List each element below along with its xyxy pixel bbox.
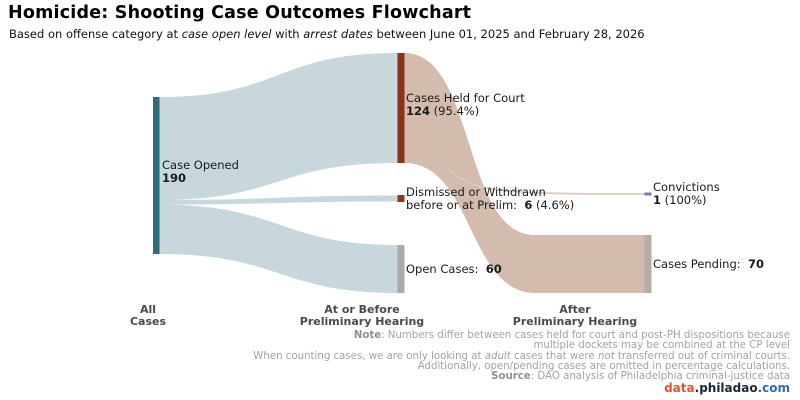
brand-com: .com — [757, 381, 790, 395]
footnotes: Note: Numbers differ between cases held … — [150, 330, 790, 382]
stage2-line1: At or Before — [324, 303, 400, 316]
open-cases-value: 60 — [485, 262, 502, 276]
note-text: When counting cases, we are only looking… — [253, 350, 485, 362]
philadao-site-link[interactable]: data.philadao.com — [664, 381, 790, 395]
node-convictions — [644, 192, 652, 196]
brand-philadao: philadao — [699, 381, 758, 395]
cases-pending-value: 70 — [747, 257, 764, 271]
node-case-opened — [153, 97, 160, 254]
case-opened-value: 190 — [162, 171, 187, 185]
flow-held-to-convictions — [448, 169, 645, 195]
note-label: Note — [353, 330, 382, 341]
note-text: transferred out of criminal courts. — [614, 350, 790, 362]
label-convictions: Convictions 1 (100%) — [653, 181, 720, 207]
node-cases-held-for-court — [397, 53, 405, 163]
source-label: Source — [491, 371, 531, 383]
subtitle-text: with — [271, 27, 304, 41]
note-italic-adult: adult — [484, 350, 511, 362]
label-dismissed-withdrawn: Dismissed or Withdrawn before or at Prel… — [406, 186, 574, 212]
note-italic-not: not — [597, 350, 615, 362]
label-cases-held-for-court: Cases Held for Court 124 (95.4%) — [406, 92, 525, 118]
cases-held-value: 124 — [406, 104, 431, 118]
note-text: cases that were — [510, 350, 598, 362]
page-title: Homicide: Shooting Case Outcomes Flowcha… — [8, 3, 472, 23]
subtitle-text: between June 01, 2025 and February 28, 2… — [372, 27, 645, 41]
case-opened-text: Case Opened — [162, 158, 239, 172]
flow-opened-to-held — [159, 53, 398, 200]
note-line-2: multiple dockets may be combined at the … — [533, 340, 790, 352]
dismissed-text-line2: before or at Prelim: — [406, 198, 521, 212]
subtitle-italic-arrest-dates: arrest dates — [303, 27, 373, 41]
node-dismissed-withdrawn — [397, 195, 405, 202]
label-open-cases: Open Cases: 60 — [406, 263, 502, 276]
stage-label-after-ph: After Preliminary Hearing — [465, 304, 685, 327]
brand-data: data — [664, 381, 695, 395]
node-cases-pending — [644, 235, 652, 293]
page-subtitle: Based on offense category at case open l… — [9, 27, 645, 41]
flow-opened-to-dismissed — [159, 195, 398, 205]
convictions-value: 1 — [653, 193, 662, 207]
source-text: : DAO analysis of Philadelphia criminal-… — [530, 371, 790, 383]
subtitle-italic-case-open-level: case open level — [181, 27, 272, 41]
dismissed-text-line1: Dismissed or Withdrawn — [406, 185, 546, 199]
stage2-line2: Preliminary Hearing — [299, 314, 425, 328]
note-line-3: When counting cases, we are only looking… — [150, 350, 790, 362]
stage-label-at-or-before-ph: At or Before Preliminary Hearing — [252, 304, 472, 327]
flow-opened-to-open-cases — [159, 204, 398, 293]
dismissed-value: 6 — [524, 198, 533, 212]
dismissed-pct: (4.6%) — [532, 198, 575, 212]
open-cases-text: Open Cases: — [406, 262, 483, 276]
label-case-opened: Case Opened 190 — [162, 159, 239, 185]
cases-pending-text: Cases Pending: — [653, 257, 745, 271]
flow-held-to-pending — [404, 53, 645, 293]
brand-dot: . — [694, 381, 700, 395]
note-line-5: Source: DAO analysis of Philadelphia cri… — [150, 372, 790, 382]
node-open-cases — [397, 245, 405, 293]
stage1-line2: Cases — [129, 314, 167, 328]
stage1-line1: All — [139, 303, 157, 316]
cases-held-pct: (95.4%) — [430, 104, 480, 118]
stage3-line1: After — [559, 303, 591, 316]
stage-label-all-cases: All Cases — [38, 304, 258, 327]
convictions-text: Convictions — [653, 180, 720, 194]
stage3-line2: Preliminary Hearing — [512, 314, 638, 328]
subtitle-text: Based on offense category at — [9, 27, 182, 41]
note-text: : Numbers differ between cases held for … — [381, 330, 790, 341]
cases-held-text: Cases Held for Court — [406, 91, 525, 105]
label-cases-pending: Cases Pending: 70 — [653, 258, 764, 271]
convictions-pct: (100%) — [661, 193, 707, 207]
note-line-1: Note: Numbers differ between cases held … — [150, 330, 790, 341]
note-line-4: Additionally, open/pending cases are omi… — [417, 360, 790, 372]
